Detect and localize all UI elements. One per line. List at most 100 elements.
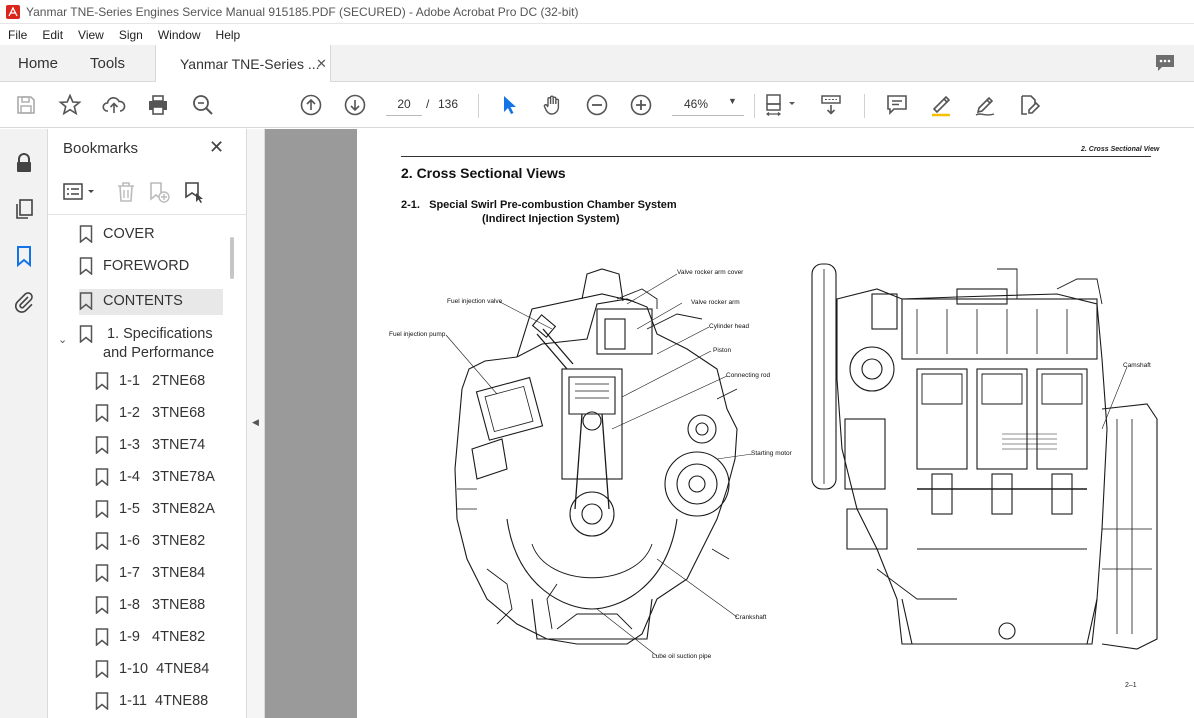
label-lube-oil-suction-pipe: Lube oil suction pipe (652, 653, 712, 660)
delete-bookmark-icon[interactable] (114, 180, 138, 204)
bookmark-item-3tne84[interactable]: 1-7 3TNE84 (95, 560, 235, 588)
bookmark-icon (95, 404, 109, 422)
zoom-out-icon[interactable] (585, 93, 609, 117)
menu-bar: File Edit View Sign Window Help (0, 24, 1194, 45)
page-up-icon[interactable] (299, 93, 323, 117)
highlight-pen-icon[interactable] (929, 93, 953, 117)
bookmark-item-cover[interactable]: COVER (79, 221, 224, 249)
bookmark-item-4tne88[interactable]: 1-11 4TNE88 (95, 688, 235, 716)
star-icon[interactable] (58, 93, 82, 117)
menu-file[interactable]: File (8, 27, 28, 42)
close-icon[interactable]: ✕ (209, 137, 225, 157)
upload-cloud-icon[interactable] (102, 93, 126, 117)
engine-cross-section-drawing (445, 263, 1158, 657)
bookmark-item-specifications[interactable]: 1. Specifications and Performance (79, 321, 229, 365)
label-starting-motor: Starting motor (751, 450, 792, 457)
menu-help[interactable]: Help (215, 27, 241, 42)
zoom-level-dropdown[interactable]: 46% ▼ (672, 92, 744, 116)
document-viewport[interactable]: 2. Cross Sectional View 2. Cross Section… (265, 129, 1194, 718)
bookmark-icon (95, 628, 109, 646)
bookmark-icon (95, 436, 109, 454)
page-number: 2–1 (1125, 682, 1137, 689)
zoom-search-icon[interactable] (191, 93, 215, 117)
zoom-level-value: 46% (684, 97, 709, 111)
tab-close-icon[interactable]: ✕ (316, 56, 327, 71)
panel-collapse-handle[interactable]: ◀ (247, 129, 265, 718)
bookmark-panel-icon[interactable] (12, 244, 36, 268)
tab-bar: Home Tools Yanmar TNE-Series ... ✕ (0, 45, 1194, 83)
bookmark-icon (95, 372, 109, 390)
edit-pdf-icon[interactable] (1017, 93, 1041, 117)
bookmark-label: and Performance (103, 345, 215, 361)
bookmark-label: 1. Specifications (107, 326, 213, 342)
bookmark-label: COVER (103, 226, 155, 242)
page-thumbnails-icon[interactable] (12, 197, 36, 221)
bookmark-icon (79, 225, 93, 243)
bookmark-label: 1-8 3TNE88 (119, 597, 206, 613)
bookmarks-scrollbar[interactable] (230, 237, 234, 279)
page-number-input[interactable] (386, 92, 422, 116)
hand-tool-icon[interactable] (541, 93, 565, 117)
label-piston: Piston (713, 347, 732, 354)
bookmark-label: 1-6 3TNE82 (119, 533, 206, 549)
bookmark-label: 1-1 2TNE68 (119, 373, 206, 389)
bookmark-label: CONTENTS (103, 293, 183, 309)
comment-bubble-icon[interactable] (1154, 53, 1176, 73)
page-fit-icon[interactable] (764, 93, 800, 117)
bookmark-icon (95, 532, 109, 550)
zoom-in-icon[interactable] (629, 93, 653, 117)
bookmark-item-2tne68[interactable]: 1-1 2TNE68 (95, 368, 235, 396)
bookmark-label: 1-7 3TNE84 (119, 565, 206, 581)
chevron-left-icon: ◀ (252, 417, 259, 427)
bookmark-item-4tne82[interactable]: 1-9 4TNE82 (95, 624, 235, 652)
comment-icon[interactable] (885, 93, 909, 117)
bookmark-label: 1-3 3TNE74 (119, 437, 206, 453)
menu-view[interactable]: View (78, 27, 104, 42)
bookmark-icon (79, 292, 93, 310)
new-bookmark-icon[interactable] (147, 180, 171, 204)
bookmark-item-3tne68[interactable]: 1-2 3TNE68 (95, 400, 235, 428)
bookmark-item-3tne82[interactable]: 1-6 3TNE82 (95, 528, 235, 556)
tab-home[interactable]: Home (18, 55, 59, 72)
lock-icon[interactable] (12, 151, 36, 175)
bookmark-icon (95, 564, 109, 582)
chevron-down-icon[interactable]: ⌄ (58, 334, 68, 346)
acrobat-app-icon (6, 4, 20, 19)
menu-edit[interactable]: Edit (42, 27, 64, 42)
page-down-icon[interactable] (343, 93, 367, 117)
attachment-paperclip-icon[interactable] (12, 290, 36, 314)
bookmark-label: 1-5 3TNE82A (119, 501, 215, 517)
label-valve-rocker-arm: Valve rocker arm (691, 299, 740, 306)
bookmark-icon (95, 468, 109, 486)
tab-document[interactable]: Yanmar TNE-Series ... ✕ (155, 45, 331, 83)
draw-freehand-icon[interactable] (973, 93, 997, 117)
menu-window[interactable]: Window (157, 27, 201, 42)
bookmark-item-3tne82a[interactable]: 1-5 3TNE82A (95, 496, 235, 524)
page-separator: / (426, 97, 430, 111)
bookmark-icon (95, 692, 109, 710)
bookmark-item-foreword[interactable]: FOREWORD (79, 253, 224, 281)
left-navigation-rail (0, 129, 48, 718)
menu-sign[interactable]: Sign (118, 27, 143, 42)
page-total: 136 (438, 97, 459, 111)
print-icon[interactable] (146, 93, 170, 117)
bookmark-icon (79, 325, 93, 343)
bookmarks-title: Bookmarks (63, 140, 139, 157)
bookmark-item-3tne74[interactable]: 1-3 3TNE74 (95, 432, 235, 460)
subsection-title: 2-1. Special Swirl Pre-combustion Chambe… (401, 199, 677, 211)
save-icon[interactable] (14, 93, 38, 117)
select-cursor-icon[interactable] (498, 93, 522, 117)
bookmark-item-contents[interactable]: CONTENTS (79, 289, 223, 315)
tab-tools[interactable]: Tools (90, 55, 126, 72)
bookmark-label: 1-9 4TNE82 (119, 629, 206, 645)
bookmark-item-4tne84[interactable]: 1-10 4TNE84 (95, 656, 235, 684)
label-crankshaft: Crankshaft (735, 614, 767, 621)
bookmark-item-3tne78a[interactable]: 1-4 3TNE78A (95, 464, 235, 492)
bookmark-options-icon[interactable] (62, 180, 98, 204)
scroll-mode-icon[interactable] (819, 93, 843, 117)
bookmarks-toolbar (48, 169, 247, 215)
bookmark-icon (79, 257, 93, 275)
toolbar-divider (754, 94, 755, 118)
bookmark-from-selection-icon[interactable] (182, 180, 206, 204)
bookmark-item-3tne88[interactable]: 1-8 3TNE88 (95, 592, 235, 620)
